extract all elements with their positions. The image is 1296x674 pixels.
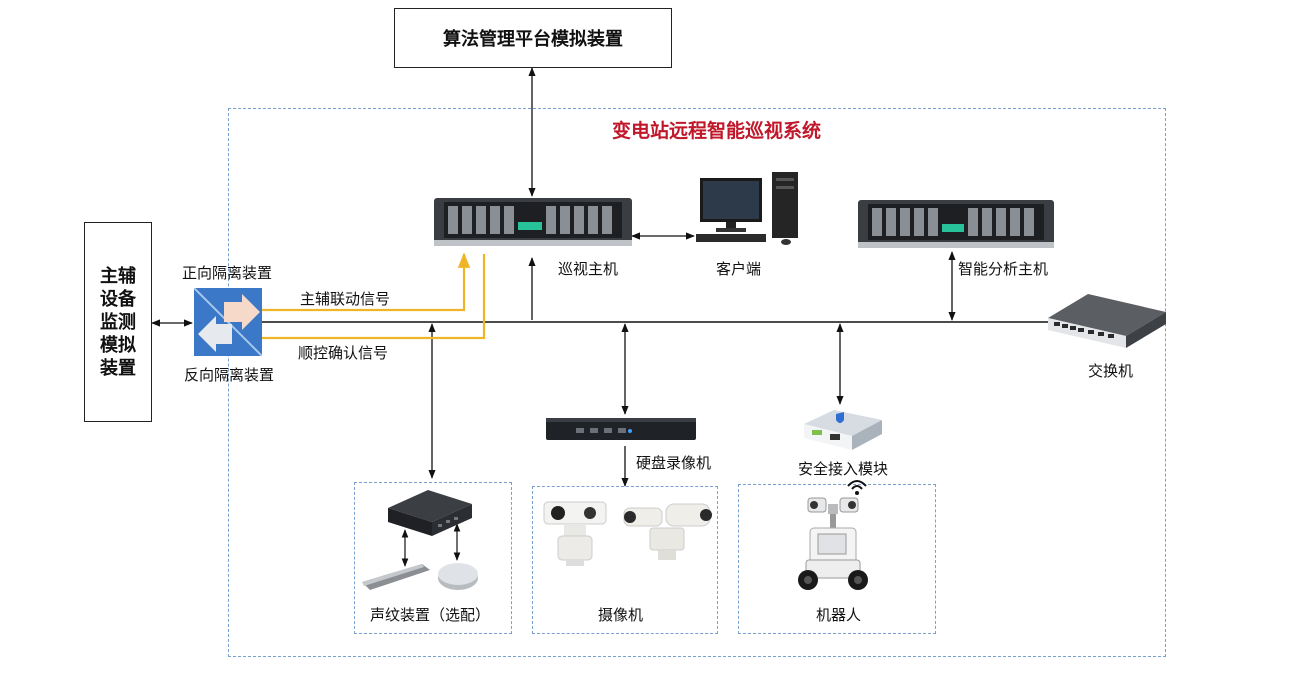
aux-monitoring-box: 主辅 设备 监测 模拟 装置 bbox=[84, 222, 152, 422]
ptz-camera-icon bbox=[543, 501, 607, 566]
camera-group-box bbox=[532, 486, 718, 634]
reverse-isolation-label: 反向隔离装置 bbox=[184, 366, 275, 384]
system-title: 变电站远程智能巡视系统 bbox=[612, 120, 822, 142]
analysis-host-server-icon bbox=[858, 200, 1054, 248]
acoustic-sensor-rod-icon bbox=[362, 564, 430, 590]
confirm-signal-label: 顺控确认信号 bbox=[298, 344, 389, 362]
patrol-host-server-icon bbox=[434, 198, 632, 246]
forward-isolation-label: 正向隔离装置 bbox=[182, 264, 273, 282]
algorithm-platform-label: 算法管理平台模拟装置 bbox=[443, 29, 623, 50]
aux-line-2: 设备 bbox=[100, 288, 136, 310]
switch-label: 交换机 bbox=[1088, 362, 1134, 380]
acoustic-label: 声纹装置（选配） bbox=[370, 606, 491, 624]
acoustic-sensor-disc-icon bbox=[438, 563, 478, 590]
client-computer-icon bbox=[696, 172, 798, 245]
aux-line-1: 主辅 bbox=[100, 265, 136, 287]
patrol-host-label: 巡视主机 bbox=[558, 260, 619, 278]
robot-label: 机器人 bbox=[816, 606, 862, 624]
nvr-label: 硬盘录像机 bbox=[636, 454, 712, 472]
security-module-label: 安全接入模块 bbox=[798, 460, 889, 478]
system-boundary bbox=[228, 108, 1166, 657]
aux-line-5: 装置 bbox=[100, 357, 136, 379]
robot-group-box bbox=[738, 484, 936, 634]
thermal-camera-icon bbox=[623, 503, 712, 560]
aux-line-4: 模拟 bbox=[100, 334, 136, 356]
linkage-signal-label: 主辅联动信号 bbox=[300, 290, 391, 308]
analysis-host-label: 智能分析主机 bbox=[958, 260, 1049, 278]
client-label: 客户端 bbox=[716, 260, 762, 278]
camera-label: 摄像机 bbox=[598, 606, 644, 624]
security-module-icon bbox=[804, 410, 882, 450]
wifi-signal-icon bbox=[847, 480, 867, 495]
isolation-device-icon bbox=[194, 288, 262, 356]
acoustic-host-icon bbox=[388, 490, 472, 536]
algorithm-platform-box: 算法管理平台模拟装置 bbox=[394, 8, 672, 68]
aux-line-3: 监测 bbox=[100, 311, 136, 333]
network-switch-icon bbox=[1048, 294, 1166, 348]
robot-icon bbox=[798, 497, 868, 590]
nvr-recorder-icon bbox=[546, 418, 696, 440]
acoustic-group-box bbox=[354, 482, 512, 634]
